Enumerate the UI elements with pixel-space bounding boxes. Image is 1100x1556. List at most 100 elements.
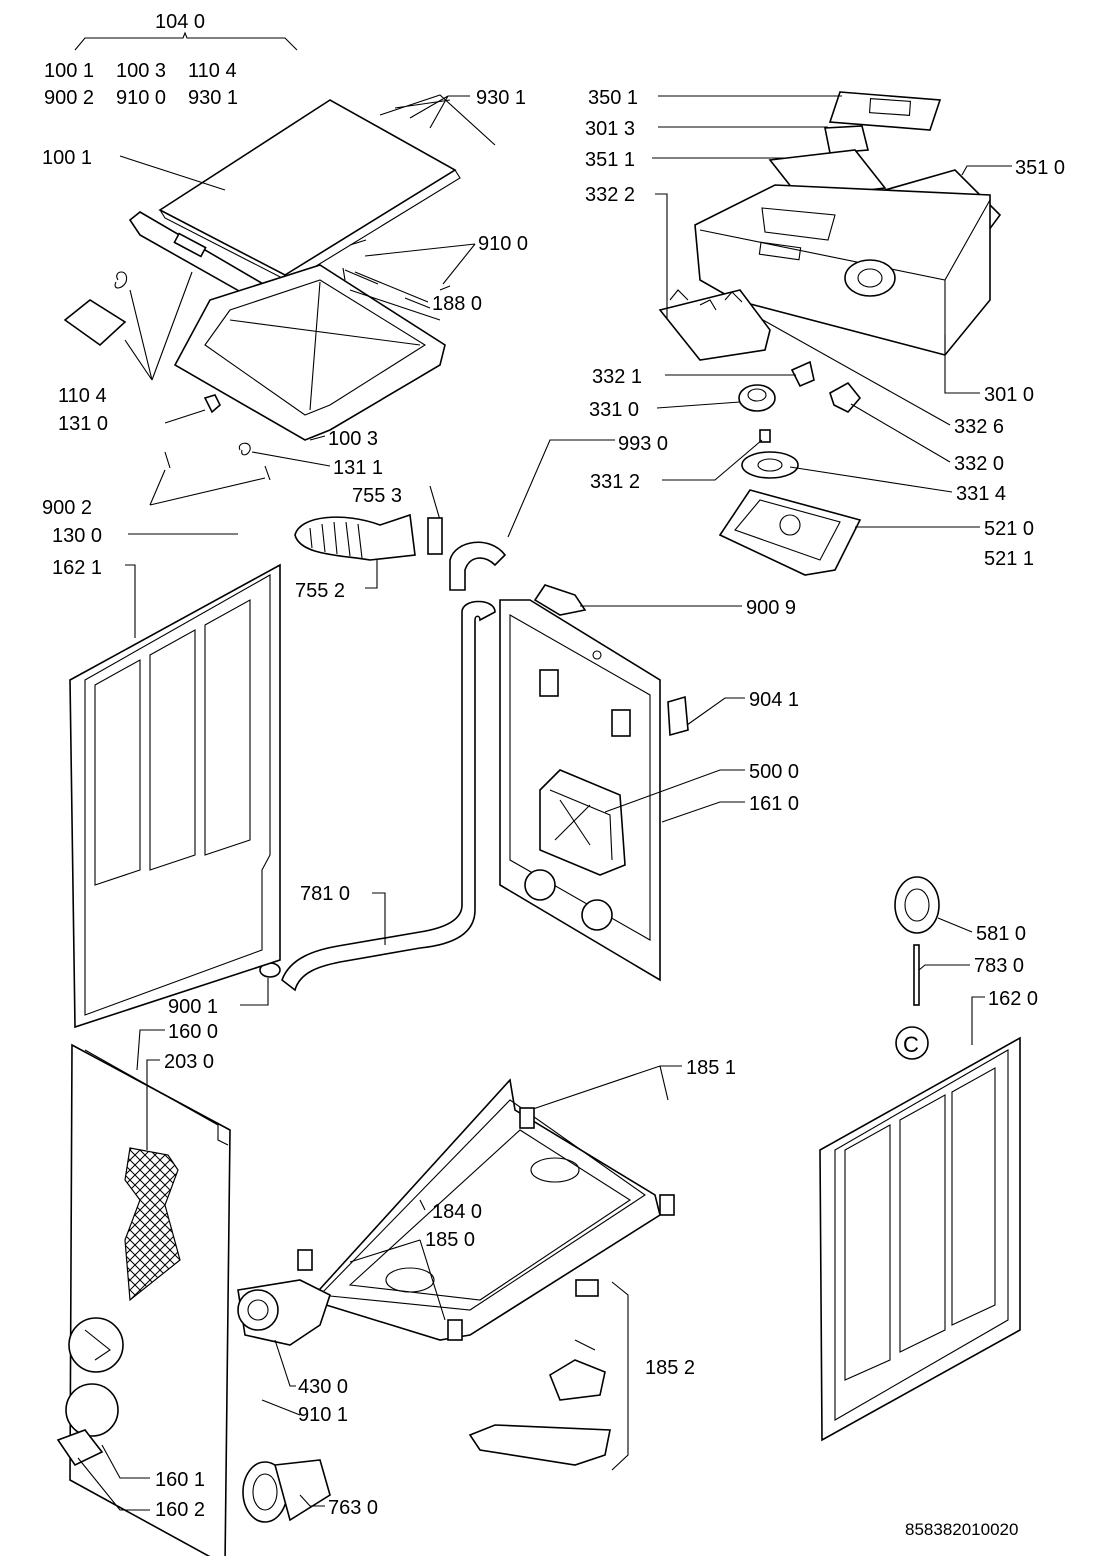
- filter-cover-opening: [68, 1317, 124, 1373]
- right-parts-assembly: C: [819, 876, 1021, 1442]
- back-panel-assembly: [499, 584, 689, 982]
- part-label: 161 0: [749, 793, 799, 815]
- part-label: 188 0: [432, 293, 482, 315]
- foot-part: [519, 1107, 535, 1129]
- part-label: 430 0: [298, 1376, 348, 1398]
- base-frame-part: [308, 1078, 661, 1341]
- spring-part: [114, 271, 128, 289]
- part-label: 160 1: [155, 1469, 205, 1491]
- drain-hose-part: [281, 600, 496, 992]
- part-label: 930 1: [476, 87, 526, 109]
- part-label: 581 0: [976, 923, 1026, 945]
- part-label: 755 3: [352, 485, 402, 507]
- part-label: 900 1: [168, 996, 218, 1018]
- leaders-base: [261, 1199, 629, 1507]
- part-label: 350 1: [588, 87, 638, 109]
- group-row1-item: 100 1: [44, 60, 94, 82]
- side-panel-right-part: [819, 1036, 1021, 1442]
- part-label: 993 0: [618, 433, 668, 455]
- part-label: 521 0: [984, 518, 1034, 540]
- bracket-top-part: [533, 584, 587, 616]
- insulation-pad-part: [124, 1147, 181, 1302]
- part-label: 783 0: [974, 955, 1024, 977]
- control-panel-part: [694, 184, 991, 356]
- part-label: 904 1: [749, 689, 799, 711]
- pcb-board-part: [828, 91, 942, 131]
- part-label: 500 0: [749, 761, 799, 783]
- button-block-part: [658, 289, 771, 361]
- pin-small-part: [164, 451, 271, 481]
- knob-hole: [844, 259, 896, 297]
- panel-base-part: [718, 489, 862, 576]
- side-panel-left-part: [69, 563, 281, 1029]
- part-label: 301 3: [585, 118, 635, 140]
- part-label: 162 1: [52, 557, 102, 579]
- display-frame-part: [824, 125, 870, 154]
- group-row2-item: 900 2: [44, 87, 94, 109]
- part-label: 185 2: [645, 1357, 695, 1379]
- part-label: 100 3: [328, 428, 378, 450]
- group-header: 104 0 100 1 100 3 110 4 900 2 910 0 930 …: [44, 11, 298, 109]
- group-row1-item: 110 4: [188, 60, 237, 82]
- pressure-switch-part: [894, 876, 940, 934]
- connector-c-circle: [895, 1026, 929, 1060]
- control-panel-assembly: [658, 91, 1002, 576]
- part-label: 100 1: [42, 147, 92, 169]
- lid-strip-part: [379, 94, 496, 146]
- part-label: 332 6: [954, 416, 1004, 438]
- knob-part: [738, 384, 776, 412]
- spring-small-part: [238, 442, 251, 456]
- part-label: 131 1: [333, 457, 383, 479]
- latch-part: [203, 394, 221, 414]
- part-label: 331 4: [956, 483, 1006, 505]
- vent-part: [449, 541, 507, 591]
- part-label: 755 2: [295, 580, 345, 602]
- part-label: 301 0: [984, 384, 1034, 406]
- knob-ring-part: [741, 451, 799, 479]
- connector-part: [427, 517, 443, 555]
- leaders-control-panel: [507, 95, 1012, 538]
- foot-part: [297, 1249, 313, 1271]
- filter-part: [667, 695, 689, 737]
- cover-hinge-part: [56, 1429, 104, 1467]
- part-label: 332 1: [592, 366, 642, 388]
- base-frame-assembly: [237, 1078, 675, 1523]
- part-label: 900 9: [746, 597, 796, 619]
- part-labels: 930 1 100 1 910 0 188 0 110 4 131 0 100 …: [42, 87, 1065, 1521]
- lever-part: [829, 381, 862, 413]
- part-label: 781 0: [300, 883, 350, 905]
- part-label: 331 0: [589, 399, 639, 421]
- part-label: 130 0: [52, 525, 102, 547]
- group-bracket: [74, 31, 298, 51]
- clip-part: [790, 360, 815, 388]
- top-frame-part: [173, 264, 446, 441]
- part-label: 332 2: [585, 184, 635, 206]
- foot-part: [659, 1194, 675, 1216]
- pin-part: [344, 269, 431, 309]
- top-lid-assembly: [63, 94, 496, 481]
- leaders-right: [529, 917, 985, 1111]
- screw-part: [349, 239, 451, 291]
- part-label: 160 2: [155, 1499, 205, 1521]
- filter-cover-part: [65, 1383, 119, 1437]
- part-label: 331 2: [590, 471, 640, 493]
- part-label: 185 0: [425, 1229, 475, 1251]
- part-label: 184 0: [432, 1201, 482, 1223]
- connector-c-label: C: [903, 1032, 919, 1057]
- document-number: 858382010020: [905, 1520, 1018, 1539]
- part-label: 763 0: [328, 1497, 378, 1519]
- group-row2-item: 930 1: [188, 87, 238, 109]
- part-label: 160 0: [168, 1021, 218, 1043]
- castor-part: [575, 1279, 599, 1297]
- knob-shaft-part: [759, 429, 771, 443]
- part-label: 910 0: [478, 233, 528, 255]
- leaders-middle: [240, 605, 745, 1006]
- castor-bracket-part: [549, 1359, 606, 1401]
- part-label: 900 2: [42, 497, 92, 519]
- part-label: 185 1: [686, 1057, 736, 1079]
- castor-lever-part: [468, 1424, 611, 1466]
- part-label: 351 0: [1015, 157, 1065, 179]
- part-label: 332 0: [954, 453, 1004, 475]
- electronic-module-part: [539, 769, 626, 876]
